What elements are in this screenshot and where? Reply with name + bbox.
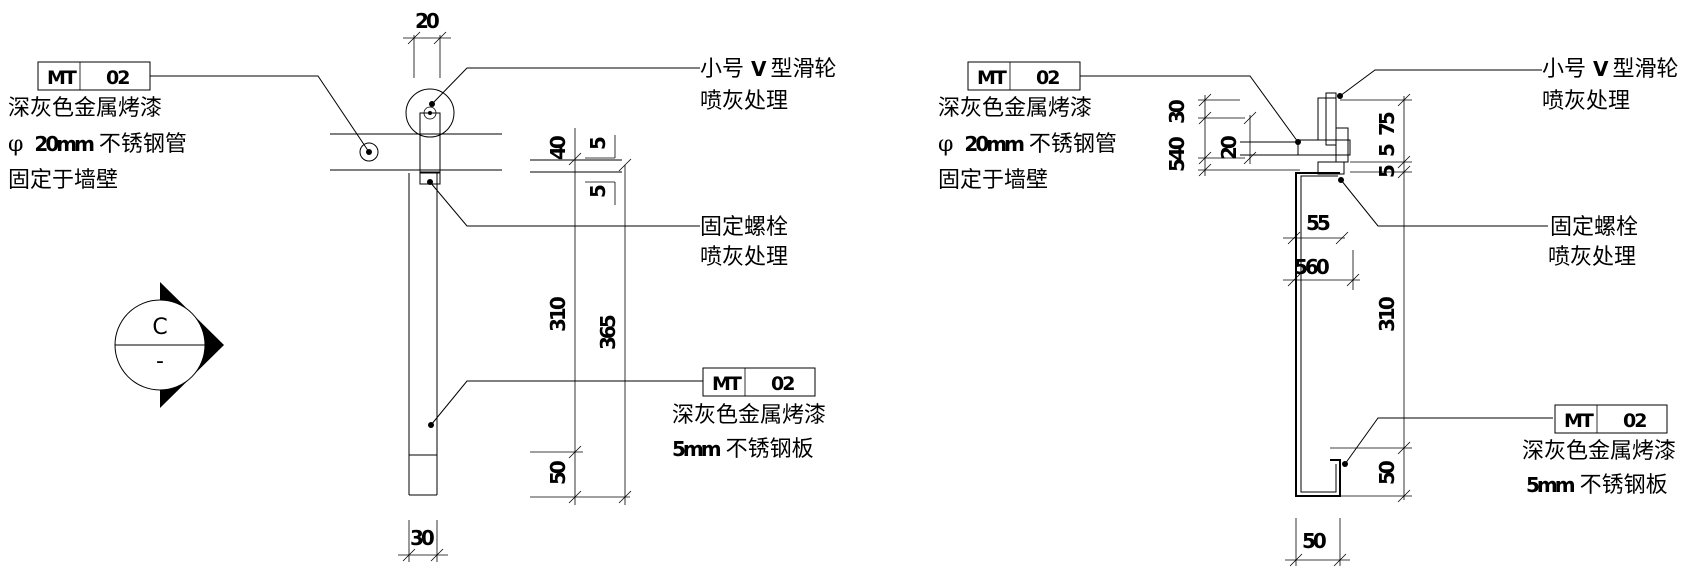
bolt-note-line2: 喷灰处理 bbox=[1548, 245, 1636, 270]
bolt-note-line2: 喷灰处理 bbox=[700, 245, 788, 270]
pipe-diameter: 20mm bbox=[34, 132, 94, 156]
phi-symbol: φ bbox=[8, 132, 23, 157]
dim-bottom-50: 50 bbox=[1375, 461, 1399, 485]
dim-height-310: 310 bbox=[546, 297, 570, 332]
pulley-size: 小号 bbox=[700, 57, 744, 82]
left-view: 20 30 40 5 5 310 365 50 bbox=[8, 9, 837, 562]
pulley-icon bbox=[405, 88, 455, 138]
section-sheet: - bbox=[156, 349, 164, 374]
material-number: 02 bbox=[1036, 67, 1059, 89]
plate-note-line1: 深灰色金属烤漆 bbox=[672, 403, 826, 428]
pipe-material: 不锈钢管 bbox=[99, 132, 187, 157]
dim-height-310: 310 bbox=[1375, 297, 1399, 332]
dim-gap-40: 40 bbox=[546, 136, 570, 160]
phi-symbol: φ bbox=[938, 132, 953, 157]
material-number: 02 bbox=[771, 373, 794, 395]
dim-5a: 5 bbox=[1375, 144, 1399, 157]
dim-gap-5b: 5 bbox=[586, 185, 610, 198]
dim-75: 75 bbox=[1375, 112, 1399, 136]
material-number: 02 bbox=[106, 67, 129, 89]
dim-bottom-width-50: 50 bbox=[1302, 529, 1326, 553]
dim-bottom-50: 50 bbox=[546, 461, 570, 485]
pipe-note-line2: φ 20mm 不锈钢管 bbox=[938, 132, 1117, 157]
plate-note-line1: 深灰色金属烤漆 bbox=[1522, 439, 1676, 464]
dim-bottom-width: 30 bbox=[410, 526, 434, 550]
plate-thickness: 5mm bbox=[1526, 473, 1575, 497]
pipe-material: 不锈钢管 bbox=[1029, 132, 1117, 157]
material-number: 02 bbox=[1623, 410, 1646, 432]
pulley-type: 型滑轮 bbox=[771, 57, 837, 82]
section-symbol: C - bbox=[114, 282, 224, 408]
pipe-note-line3: 固定于墙壁 bbox=[938, 168, 1048, 193]
pipe-note-line3: 固定于墙壁 bbox=[8, 168, 118, 193]
dim-height-365: 365 bbox=[596, 315, 620, 350]
dim-540: 540 bbox=[1165, 137, 1189, 172]
section-letter: C bbox=[152, 315, 167, 340]
pulley-size: 小号 bbox=[1542, 57, 1586, 82]
plate-note-line2: 5mm 不锈钢板 bbox=[672, 437, 814, 462]
dim-top-width: 20 bbox=[415, 9, 439, 33]
bolt-note-line1: 固定螺栓 bbox=[700, 215, 788, 240]
material-tag: MT 02 bbox=[967, 61, 1081, 91]
bolt-note-line1: 固定螺栓 bbox=[1550, 215, 1638, 240]
material-code: MT bbox=[712, 373, 742, 395]
material-tag: MT 02 bbox=[1554, 404, 1668, 434]
right-view: 540 30 20 75 5 5 310 50 55 560 bbox=[938, 57, 1679, 567]
plate-material: 不锈钢板 bbox=[726, 437, 814, 462]
plate-thickness: 5mm bbox=[672, 437, 721, 461]
pulley-v: V bbox=[1593, 57, 1609, 81]
pulley-v: V bbox=[751, 57, 767, 81]
dim-560: 560 bbox=[1294, 255, 1329, 279]
dim-55: 55 bbox=[1306, 211, 1330, 235]
pulley-note-line1: 小号 V 型滑轮 bbox=[1542, 57, 1679, 82]
pulley-icon bbox=[1317, 97, 1337, 141]
dim-30: 30 bbox=[1165, 100, 1189, 124]
plate-note-line2: 5mm 不锈钢板 bbox=[1526, 473, 1668, 498]
dim-gap-5a: 5 bbox=[586, 137, 610, 150]
material-code: MT bbox=[1564, 410, 1594, 432]
dim-20: 20 bbox=[1217, 136, 1241, 160]
pipe-note-line2: φ 20mm 不锈钢管 bbox=[8, 132, 187, 157]
pulley-note-line2: 喷灰处理 bbox=[1542, 89, 1630, 114]
pipe-note-line1: 深灰色金属烤漆 bbox=[8, 96, 162, 121]
pipe-diameter: 20mm bbox=[964, 132, 1024, 156]
pulley-note-line2: 喷灰处理 bbox=[700, 89, 788, 114]
material-tag: MT 02 bbox=[702, 367, 816, 397]
pipe-note-line1: 深灰色金属烤漆 bbox=[938, 96, 1092, 121]
pipe-section-icon bbox=[359, 142, 379, 162]
dim-5b: 5 bbox=[1375, 165, 1399, 178]
pulley-note-line1: 小号 V 型滑轮 bbox=[700, 57, 837, 82]
material-code: MT bbox=[977, 67, 1007, 89]
plate-material: 不锈钢板 bbox=[1580, 473, 1668, 498]
material-code: MT bbox=[47, 67, 77, 89]
material-tag: MT 02 bbox=[37, 61, 151, 91]
pulley-type: 型滑轮 bbox=[1613, 57, 1679, 82]
